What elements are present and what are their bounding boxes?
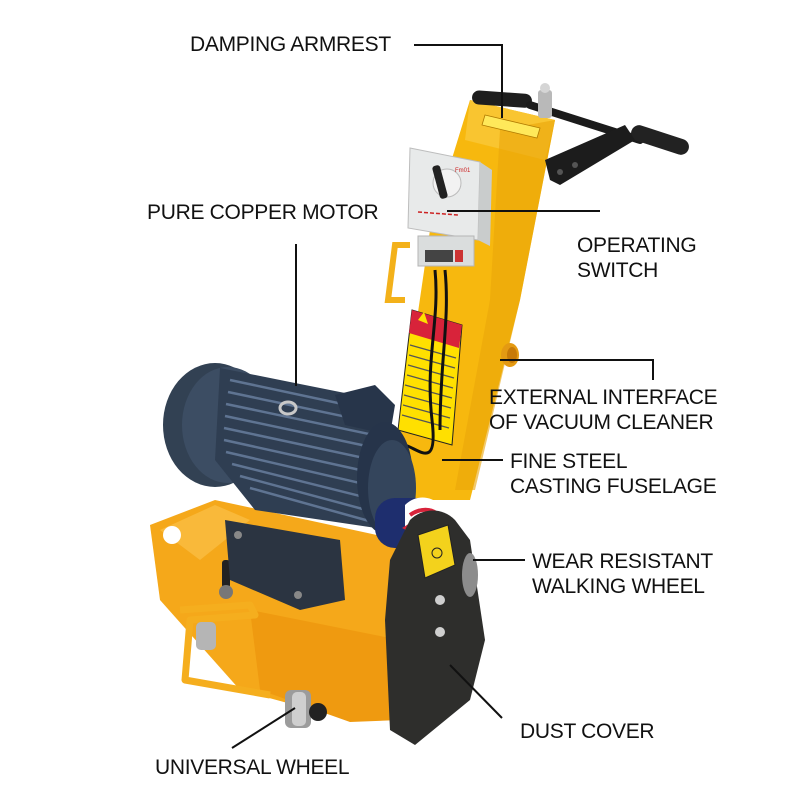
label-line: PURE COPPER MOTOR — [147, 201, 379, 224]
svg-text:Fm01: Fm01 — [455, 168, 471, 174]
leader-dust-cover — [449, 664, 503, 719]
leader-lines — [231, 44, 654, 749]
label-fuselage: FINE STEEL CASTING FUSELAGE — [510, 449, 717, 499]
label-damping-armrest: DAMPING ARMREST — [190, 32, 391, 57]
dust-cover-plate — [385, 510, 485, 745]
label-line: OF VACUUM CLEANER — [489, 411, 714, 434]
label-operating-switch: OPERATING SWITCH — [577, 233, 697, 283]
label-pure-copper-motor: PURE COPPER MOTOR — [147, 200, 379, 225]
label-line: OPERATING — [577, 234, 697, 257]
label-line: FINE STEEL — [510, 450, 628, 473]
leader-universal-wheel — [231, 707, 296, 749]
label-line: WEAR RESISTANT — [532, 550, 713, 573]
label-line: DAMPING ARMREST — [190, 33, 391, 56]
label-line: SWITCH — [577, 259, 659, 282]
chassis — [150, 500, 420, 728]
label-line: UNIVERSAL WHEEL — [155, 756, 350, 779]
operating-switch-box: Fm01 — [407, 147, 492, 267]
label-vacuum-interface: EXTERNAL INTERFACE OF VACUUM CLEANER — [489, 385, 718, 435]
label-walking-wheel: WEAR RESISTANT WALKING WHEEL — [532, 549, 713, 599]
handlebar — [472, 83, 689, 185]
leader-damping-armrest — [414, 44, 503, 118]
label-line: WALKING WHEEL — [532, 575, 705, 598]
motor — [163, 363, 440, 610]
label-line: EXTERNAL INTERFACE — [489, 386, 718, 409]
label-line: DUST COVER — [520, 720, 655, 743]
label-line: CASTING FUSELAGE — [510, 475, 717, 498]
leader-vacuum-interface — [500, 359, 654, 380]
label-universal-wheel: UNIVERSAL WHEEL — [155, 755, 350, 780]
label-dust-cover: DUST COVER — [520, 719, 655, 744]
